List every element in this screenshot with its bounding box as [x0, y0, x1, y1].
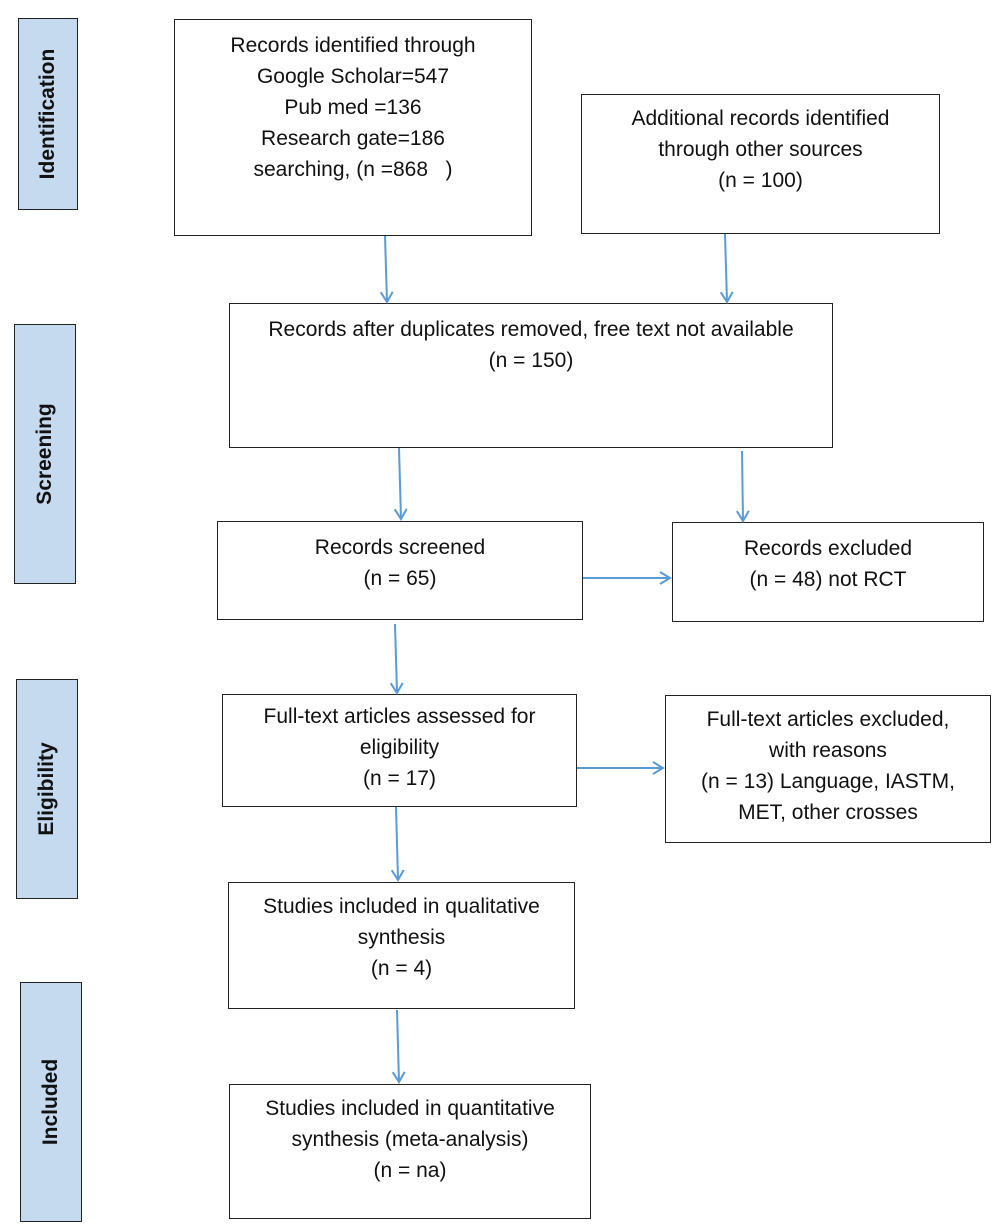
- additional-records-box: Additional records identified through ot…: [581, 94, 940, 234]
- box-line: Studies included in quantitative: [265, 1097, 555, 1120]
- box-line: eligibility: [359, 736, 440, 759]
- box-line: (n = 13) Language, IASTM,: [701, 770, 955, 793]
- qualitative-synthesis-box: Studies included in qualitative synthesi…: [228, 882, 575, 1009]
- box-line: (n = na): [373, 1159, 447, 1182]
- box-line: Full-text articles excluded,: [706, 708, 950, 731]
- box-line: Studies included in qualitative: [263, 895, 540, 918]
- arrow-screened-to-fulltext: [389, 623, 404, 695]
- box-line: Records excluded: [743, 537, 913, 560]
- box-line: Records screened: [314, 536, 486, 559]
- box-line: Google Scholar=547: [256, 65, 450, 88]
- arrow-additional-to-duplicates: [719, 233, 734, 304]
- after-duplicates-box: Records after duplicates removed, free t…: [229, 303, 833, 448]
- box-line: synthesis (meta-analysis): [291, 1128, 529, 1151]
- fulltext-excluded-box: Full-text articles excluded, with reason…: [665, 695, 991, 843]
- stage-label-included: Included: [20, 982, 82, 1222]
- quantitative-synthesis-box: Studies included in quantitative synthes…: [229, 1084, 591, 1219]
- box-line: (n = 48) not RCT: [749, 568, 907, 591]
- records-identified-box: Records identified through Google Schola…: [174, 19, 532, 236]
- box-line: Records after duplicates removed, free t…: [268, 318, 794, 341]
- box-line: Pub med =136: [284, 96, 422, 119]
- box-line: Full-text articles assessed for: [263, 705, 536, 728]
- arrow-duplicates-to-screened: [393, 447, 408, 521]
- box-line: (n = 4): [370, 957, 433, 980]
- box-line: Research gate=186: [261, 127, 445, 150]
- box-line: (n = 100): [718, 169, 803, 192]
- box-line: synthesis: [357, 926, 446, 949]
- stage-label-identification: Identification: [18, 18, 78, 210]
- arrow-duplicates-to-excluded: [736, 450, 750, 523]
- box-line: (n = 17): [363, 767, 436, 790]
- box-line: (n = 65): [363, 567, 437, 590]
- box-line: with reasons: [769, 739, 887, 762]
- records-screened-box: Records screened (n = 65): [217, 521, 583, 620]
- stage-label-eligibility: Eligibility: [16, 679, 78, 899]
- box-line: searching, (n =868 ): [253, 158, 453, 181]
- box-line: through other sources: [658, 138, 863, 161]
- arrow-qualitative-to-quantitative: [391, 1009, 406, 1084]
- box-line: MET, other crosses: [738, 801, 918, 824]
- fulltext-assessed-box: Full-text articles assessed for eligibil…: [222, 694, 577, 807]
- arrow-fulltext-to-qualitative: [390, 806, 405, 882]
- arrow-identified-to-duplicates: [379, 235, 394, 304]
- stage-label-screening: Screening: [14, 324, 76, 584]
- box-line: Additional records identified: [631, 107, 890, 130]
- records-excluded-box: Records excluded (n = 48) not RCT: [672, 522, 984, 622]
- box-line: Records identified through: [230, 34, 476, 57]
- box-line: (n = 150): [488, 349, 574, 372]
